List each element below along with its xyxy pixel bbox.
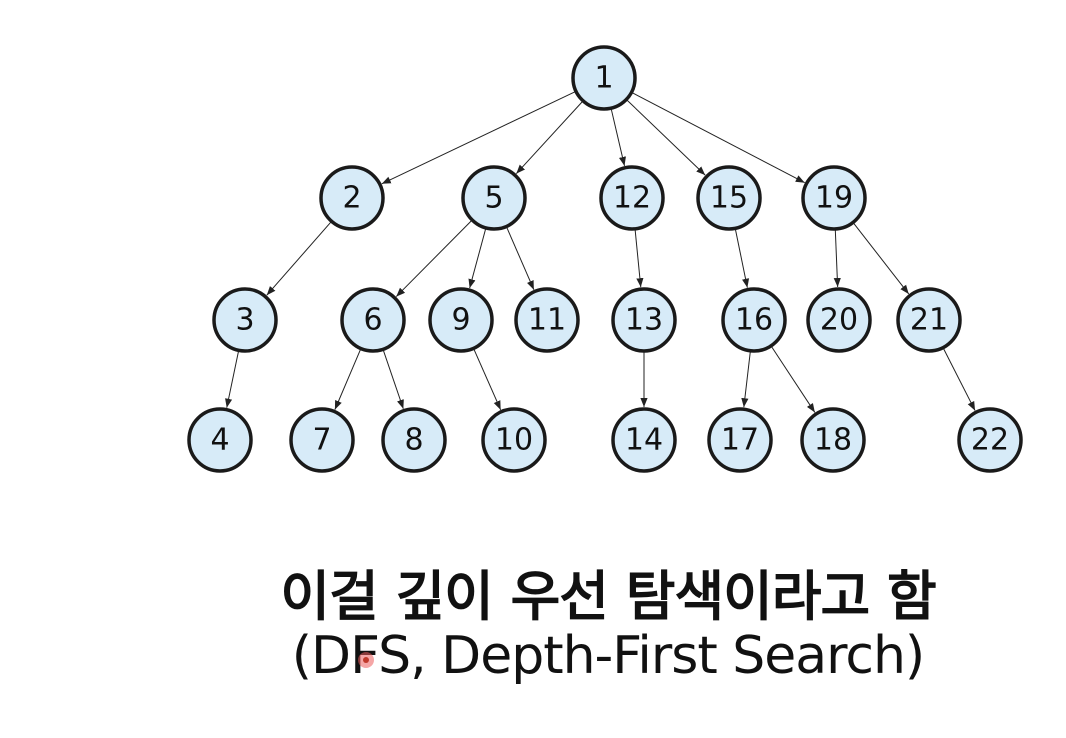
node-circle <box>571 45 637 111</box>
edge-5-to-11 <box>505 226 535 290</box>
node-circle <box>696 165 762 231</box>
tree-node-11: 11 <box>514 287 580 353</box>
tree-node-7: 7 <box>289 407 355 473</box>
node-label: 20 <box>820 303 858 338</box>
node-circle <box>806 287 872 353</box>
tree-node-1: 1 <box>571 45 637 111</box>
node-label: 14 <box>625 423 663 458</box>
edge-1-to-15 <box>626 99 706 176</box>
node-label: 12 <box>613 181 651 216</box>
edge-15-to-16 <box>734 228 750 288</box>
edge-3-to-4 <box>225 350 240 408</box>
edge-2-to-3 <box>266 220 332 296</box>
node-circle <box>611 287 677 353</box>
node-label: 5 <box>484 181 503 216</box>
tree-node-18: 18 <box>800 407 866 473</box>
node-label: 18 <box>814 423 852 458</box>
tree-node-19: 19 <box>801 165 867 231</box>
tree-node-21: 21 <box>896 287 962 353</box>
node-circle <box>187 407 253 473</box>
mouse-cursor-indicator <box>358 652 374 668</box>
node-circle <box>381 407 447 473</box>
tree-node-13: 13 <box>611 287 677 353</box>
node-label: 11 <box>528 303 566 338</box>
node-label: 10 <box>495 423 533 458</box>
edge-12-to-13 <box>634 228 644 288</box>
node-circle <box>428 287 494 353</box>
node-label: 22 <box>971 423 1009 458</box>
edge-1-to-19 <box>631 91 805 184</box>
node-label: 7 <box>312 423 331 458</box>
edge-19-to-21 <box>852 222 910 295</box>
edge-21-to-22 <box>942 347 976 411</box>
tree-node-9: 9 <box>428 287 494 353</box>
tree-node-6: 6 <box>340 287 406 353</box>
tree-node-12: 12 <box>599 165 665 231</box>
edge-5-to-6 <box>395 219 473 297</box>
tree-node-17: 17 <box>707 407 773 473</box>
edge-6-to-8 <box>382 349 404 409</box>
node-circle <box>514 287 580 353</box>
tree-node-16: 16 <box>721 287 787 353</box>
node-circle <box>707 407 773 473</box>
edge-5-to-9 <box>468 227 487 289</box>
node-label: 1 <box>594 61 613 96</box>
tree-node-2: 2 <box>319 165 385 231</box>
caption-title: 이걸 깊이 우선 탐색이라고 함 <box>280 565 936 628</box>
edge-19-to-20 <box>833 228 841 288</box>
edge-16-to-17 <box>741 350 751 408</box>
tree-node-3: 3 <box>212 287 278 353</box>
edge-9-to-10 <box>473 348 502 411</box>
node-label: 9 <box>451 303 470 338</box>
node-label: 8 <box>404 423 423 458</box>
tree-node-5: 5 <box>461 165 527 231</box>
node-circle <box>212 287 278 353</box>
tree-node-22: 22 <box>957 407 1023 473</box>
node-circle <box>340 287 406 353</box>
tree-node-15: 15 <box>696 165 762 231</box>
node-circle <box>481 407 547 473</box>
edge-6-to-7 <box>334 348 362 410</box>
node-circle <box>957 407 1023 473</box>
node-label: 16 <box>735 303 773 338</box>
node-circle <box>721 287 787 353</box>
node-label: 21 <box>910 303 948 338</box>
edge-16-to-18 <box>770 345 816 413</box>
node-label: 3 <box>235 303 254 338</box>
node-circle <box>801 165 867 231</box>
node-circle <box>896 287 962 353</box>
node-label: 2 <box>342 181 361 216</box>
caption-subtitle: (DFS, Depth-First Search) <box>291 626 925 686</box>
edge-1-to-5 <box>515 100 584 175</box>
node-circle <box>611 407 677 473</box>
tree-node-20: 20 <box>806 287 872 353</box>
node-label: 4 <box>210 423 229 458</box>
tree-node-14: 14 <box>611 407 677 473</box>
tree-node-4: 4 <box>187 407 253 473</box>
node-circle <box>319 165 385 231</box>
node-circle <box>599 165 665 231</box>
node-label: 6 <box>363 303 382 338</box>
node-circle <box>800 407 866 473</box>
node-circle <box>461 165 527 231</box>
edge-1-to-12 <box>610 108 626 166</box>
node-circle <box>289 407 355 473</box>
tree-edges <box>225 90 976 413</box>
node-label: 17 <box>721 423 759 458</box>
node-label: 15 <box>710 181 748 216</box>
tree-node-8: 8 <box>381 407 447 473</box>
edge-1-to-2 <box>381 90 577 185</box>
node-label: 19 <box>815 181 853 216</box>
node-label: 13 <box>625 303 663 338</box>
tree-node-10: 10 <box>481 407 547 473</box>
